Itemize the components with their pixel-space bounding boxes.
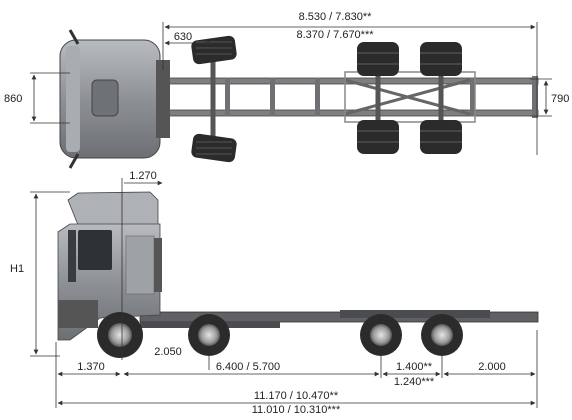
top-length-alt-label: 8.370 / 7.670***	[296, 29, 374, 41]
overall-length-label: 11.170 / 10.470**	[254, 390, 339, 402]
front-wheel-top	[191, 35, 237, 163]
rear-axle-spread-label: 1.400**	[396, 361, 433, 373]
frame-width-label: 790	[551, 93, 569, 105]
front-overhang-label: 1.370	[77, 361, 105, 373]
front-axle-spread-label: 2.050	[154, 346, 182, 358]
rear-overhang-label: 2.000	[478, 361, 506, 373]
overall-length-alt-label: 11.010 / 10.310***	[252, 404, 341, 415]
cab-top	[59, 29, 170, 169]
front-overhang-top-label: 630	[174, 31, 192, 43]
top-length-label: 8.530 / 7.830**	[299, 11, 373, 23]
cab-side	[57, 191, 162, 341]
wheels-side	[97, 312, 463, 358]
cab-height-label: H1	[10, 263, 24, 275]
truck-top-view	[59, 29, 539, 169]
cab-width-label: 860	[4, 93, 22, 105]
side-dimensions	[30, 178, 538, 408]
wheelbase-label: 6.400 / 5.700	[216, 361, 280, 373]
cab-depth-label: 1.270	[129, 170, 157, 182]
rear-wheels-top	[357, 42, 462, 154]
top-dimensions	[30, 22, 552, 155]
truck-side-view	[57, 191, 539, 358]
rear-axle-spread-alt-label: 1.240***	[394, 376, 435, 388]
